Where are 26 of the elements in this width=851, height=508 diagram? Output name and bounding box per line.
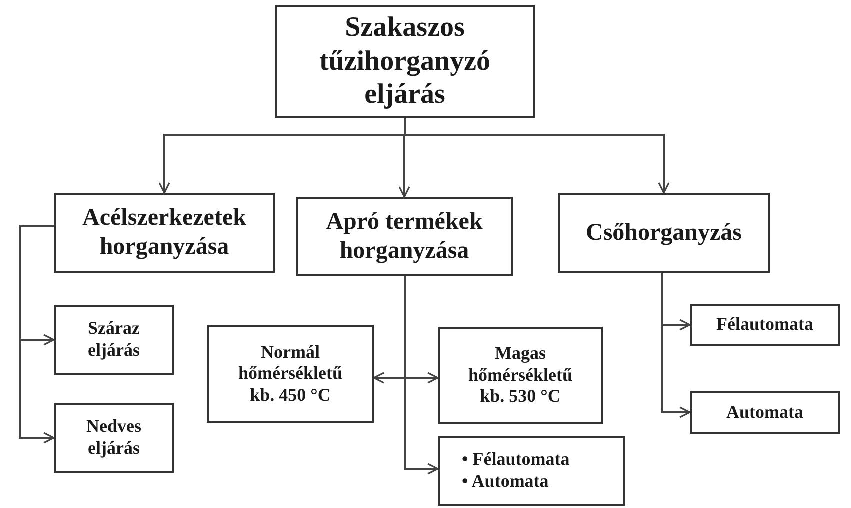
list-item: • Automata: [462, 471, 549, 493]
process-box: [275, 5, 535, 118]
box-label: Száraz eljárás: [87, 318, 141, 362]
process-box: [438, 327, 603, 424]
process-box: [558, 193, 770, 273]
arrow: [404, 276, 439, 475]
box-label: Normál hőmérsékletű kb. 450 °C: [238, 342, 344, 406]
box-label: Acélszerkezetek horganyzása: [82, 204, 248, 262]
list-item: • Félautomata: [462, 449, 570, 471]
box-label: Szakaszos tűzihorganyzó eljárás: [318, 11, 492, 112]
process-box: [207, 325, 374, 423]
box-label: Magas hőmérsékletű kb. 530 °C: [468, 343, 574, 408]
box-label: Automata: [726, 402, 804, 424]
process-box: [438, 436, 625, 506]
box-label: Csőhorganyzás: [586, 218, 742, 248]
arrow: [19, 225, 55, 444]
arrow: [404, 118, 670, 194]
process-box: [54, 305, 174, 375]
process-box: [296, 197, 513, 276]
process-box: [690, 304, 840, 346]
process-box: [54, 193, 275, 273]
box-label: Félautomata: [716, 314, 814, 336]
box-label: Apró termékek horganyzása: [325, 208, 484, 266]
process-box: [690, 391, 840, 434]
process-box: [54, 403, 174, 473]
box-label: Nedves eljárás: [86, 416, 142, 460]
